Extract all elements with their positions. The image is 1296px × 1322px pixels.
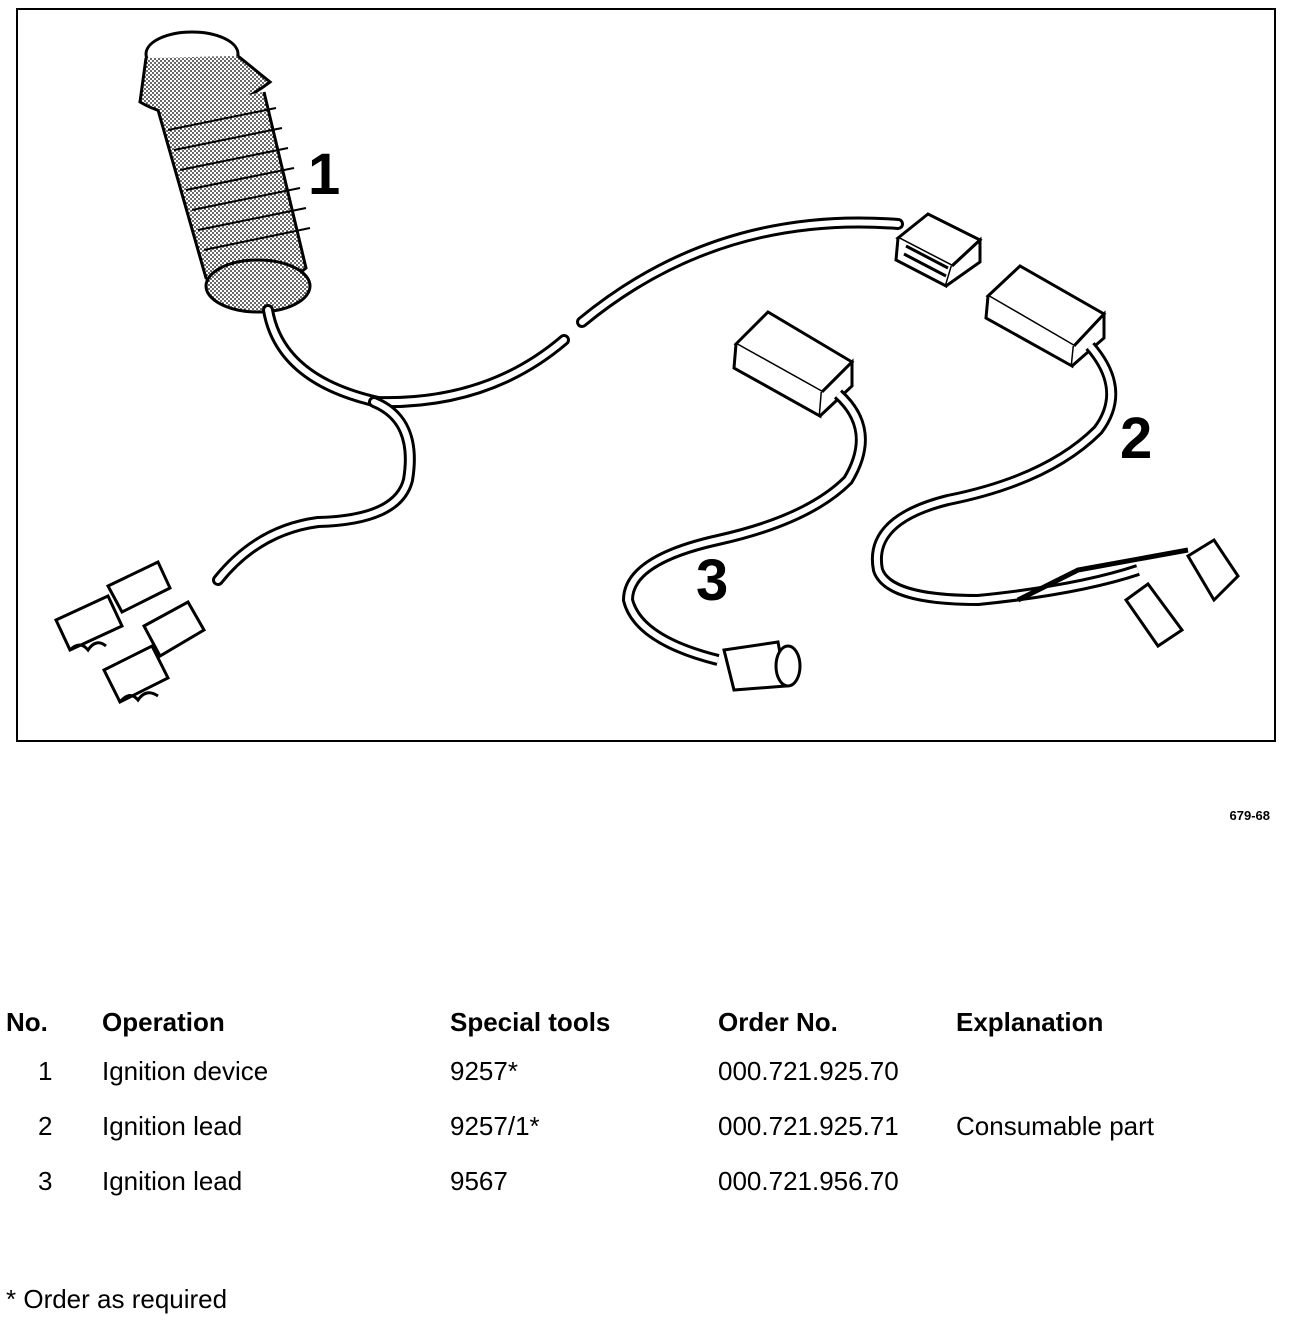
callout-2: 2 [1120, 406, 1153, 471]
cell-order-no: 000.721.925.70 [718, 1056, 899, 1086]
table-header-row: No. Operation Special tools Order No. Ex… [6, 1000, 1256, 1044]
cell-explanation [956, 1044, 1256, 1099]
table-row: 1 Ignition device 9257* 000.721.925.70 [6, 1044, 1256, 1099]
header-operation: Operation [102, 1006, 225, 1037]
cell-explanation: Consumable part [956, 1111, 1154, 1141]
callout-3: 3 [696, 548, 729, 613]
cell-order-no: 000.721.956.70 [718, 1166, 899, 1196]
callout-1: 1 [308, 142, 341, 207]
footnote: * Order as required [6, 1284, 228, 1314]
special-tools-table: No. Operation Special tools Order No. Ex… [6, 1000, 1256, 1209]
table-row: 2 Ignition lead 9257/1* 000.721.925.71 C… [6, 1099, 1256, 1154]
figure-code: 679-68 [1229, 808, 1270, 823]
cell-special-tools: 9257* [450, 1056, 518, 1086]
cell-no: 1 [38, 1056, 53, 1086]
header-special-tools: Special tools [450, 1006, 611, 1037]
cell-no: 2 [38, 1111, 53, 1141]
cell-special-tools: 9567 [450, 1166, 508, 1196]
table-row: 3 Ignition lead 9567 000.721.956.70 [6, 1154, 1256, 1209]
ignition-lead-2-illustration [870, 264, 1240, 649]
ignition-tool-drawing [54, 30, 1240, 705]
figure-frame: 1 2 3 [16, 8, 1276, 742]
header-explanation: Explanation [956, 1006, 1104, 1037]
cell-explanation [956, 1154, 1256, 1209]
cell-special-tools: 9257/1* [450, 1111, 540, 1141]
cell-operation: Ignition lead [102, 1111, 243, 1141]
header-no: No. [6, 1006, 48, 1037]
header-order-no: Order No. [718, 1006, 838, 1037]
clip-connectors [54, 559, 207, 705]
cell-operation: Ignition lead [102, 1166, 243, 1196]
cell-order-no: 000.721.925.71 [718, 1111, 899, 1141]
cell-operation: Ignition device [102, 1056, 269, 1086]
ignition-lead-3-illustration [621, 310, 867, 692]
socket-connector [894, 212, 983, 289]
cell-no: 3 [38, 1166, 53, 1196]
ignition-device-illustration [138, 30, 312, 314]
